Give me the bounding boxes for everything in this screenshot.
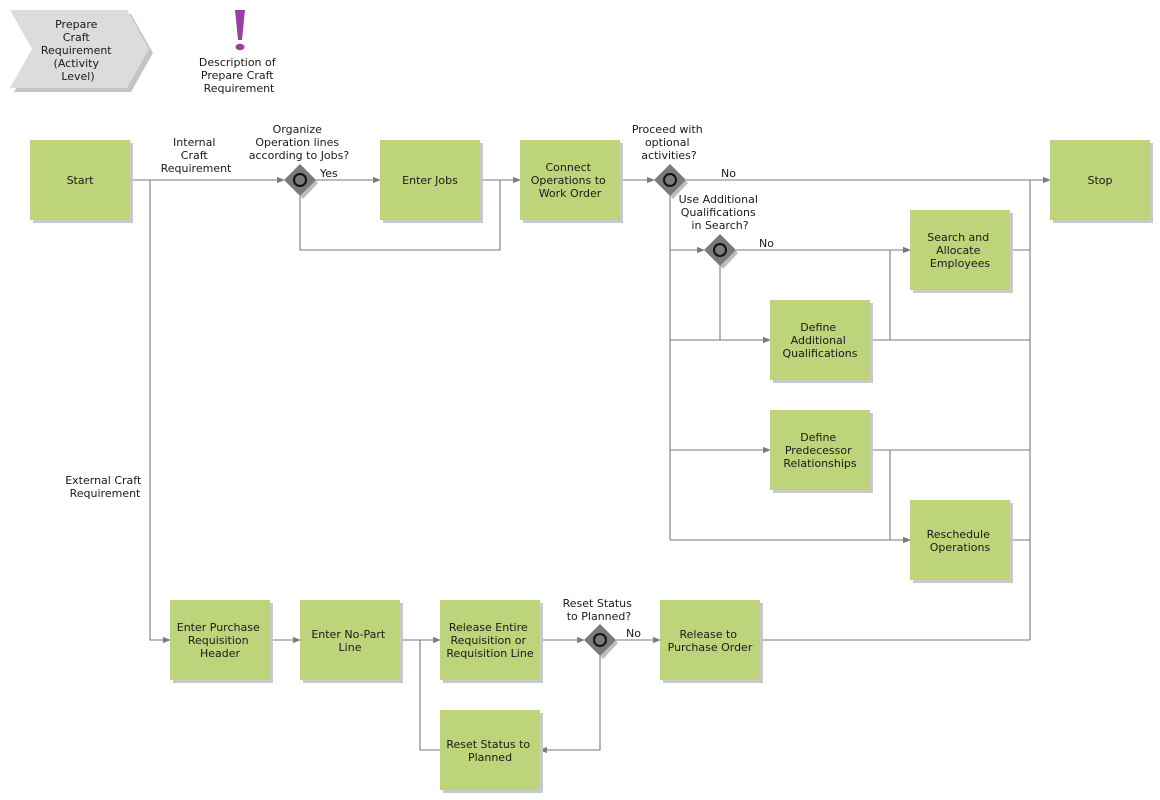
node-reschedule-operations[interactable]: Reschedule Operations xyxy=(910,500,1013,583)
node-define-predecessor[interactable]: Define Predecessor Relationships xyxy=(770,410,873,493)
flow-use-additional-yes xyxy=(719,266,771,344)
label-external-craft: External Craft Requirement xyxy=(65,474,145,500)
label-organize-question: Organize Operation lines according to Jo… xyxy=(249,123,350,162)
activity-chevron[interactable]: Prepare Craft Requirement (Activity Leve… xyxy=(10,10,153,92)
description-note[interactable]: Description of Prepare Craft Requirement xyxy=(199,10,279,95)
node-enter-jobs-label: Enter Jobs xyxy=(402,174,458,187)
node-stop-label: Stop xyxy=(1087,174,1112,187)
node-define-predecessor-label: Define Predecessor Relationships xyxy=(783,431,857,470)
node-search-allocate-label: Search and Allocate Employees xyxy=(927,231,992,270)
node-enter-pr-header-label: Enter Purchase Requisition Header xyxy=(177,621,263,660)
activity-chevron-label: Prepare Craft Requirement (Activity Leve… xyxy=(41,18,115,83)
node-stop[interactable]: Stop xyxy=(1050,140,1153,223)
flow-organize-no xyxy=(299,180,501,251)
label-no-proceed: No xyxy=(721,167,736,180)
node-enter-pr-header[interactable]: Enter Purchase Requisition Header xyxy=(170,600,273,683)
node-start-label: Start xyxy=(67,174,95,187)
label-proceed-question: Proceed with optional activities? xyxy=(632,123,706,162)
label-internal-craft: Internal Craft Requirement xyxy=(161,136,232,175)
node-enter-jobs[interactable]: Enter Jobs xyxy=(380,140,483,223)
node-release-po-label: Release to Purchase Order xyxy=(668,628,753,654)
gateway-proceed[interactable] xyxy=(654,164,688,199)
label-reset-question: Reset Status to Planned? xyxy=(563,597,636,623)
node-release-entire[interactable]: Release Entire Requisition or Requisitio… xyxy=(440,600,543,683)
description-label: Description of Prepare Craft Requirement xyxy=(199,56,279,95)
flow-reset-to-release xyxy=(419,640,440,751)
node-connect-operations[interactable]: Connect Operations to Work Order xyxy=(520,140,623,223)
flow-predecessor-to-reschedule xyxy=(870,449,911,544)
gateway-organize[interactable] xyxy=(284,164,318,199)
label-use-additional-question: Use Additional Qualifications in Search? xyxy=(679,193,762,232)
node-release-entire-label: Release Entire Requisition or Requisitio… xyxy=(446,621,533,660)
node-enter-nopart-line[interactable]: Enter No-Part Line xyxy=(300,600,403,683)
node-define-additional[interactable]: Define Additional Qualifications xyxy=(770,300,873,383)
exclamation-icon xyxy=(235,10,245,51)
node-connect-operations-label: Connect Operations to Work Order xyxy=(531,161,610,200)
node-define-additional-label: Define Additional Qualifications xyxy=(782,321,857,360)
label-no-use-additional: No xyxy=(759,237,774,250)
gateway-use-additional[interactable] xyxy=(704,234,738,269)
flow-additional-to-search xyxy=(870,246,911,341)
node-reschedule-operations-label: Reschedule Operations xyxy=(927,528,994,554)
label-yes-organize: Yes xyxy=(319,167,338,180)
node-reset-status-label: Reset Status to Planned xyxy=(446,738,533,764)
node-reset-status[interactable]: Reset Status to Planned xyxy=(440,710,543,793)
node-release-po[interactable]: Release to Purchase Order xyxy=(660,600,763,683)
flow-reset-gw-yes xyxy=(539,656,601,754)
label-no-reset: No xyxy=(626,627,641,640)
node-enter-nopart-line-label: Enter No-Part Line xyxy=(311,628,388,654)
node-search-allocate[interactable]: Search and Allocate Employees xyxy=(910,210,1013,293)
gateway-reset[interactable] xyxy=(584,624,618,659)
flow-start-external xyxy=(130,179,171,644)
node-start[interactable]: Start xyxy=(30,140,133,223)
connectors xyxy=(130,176,1051,754)
